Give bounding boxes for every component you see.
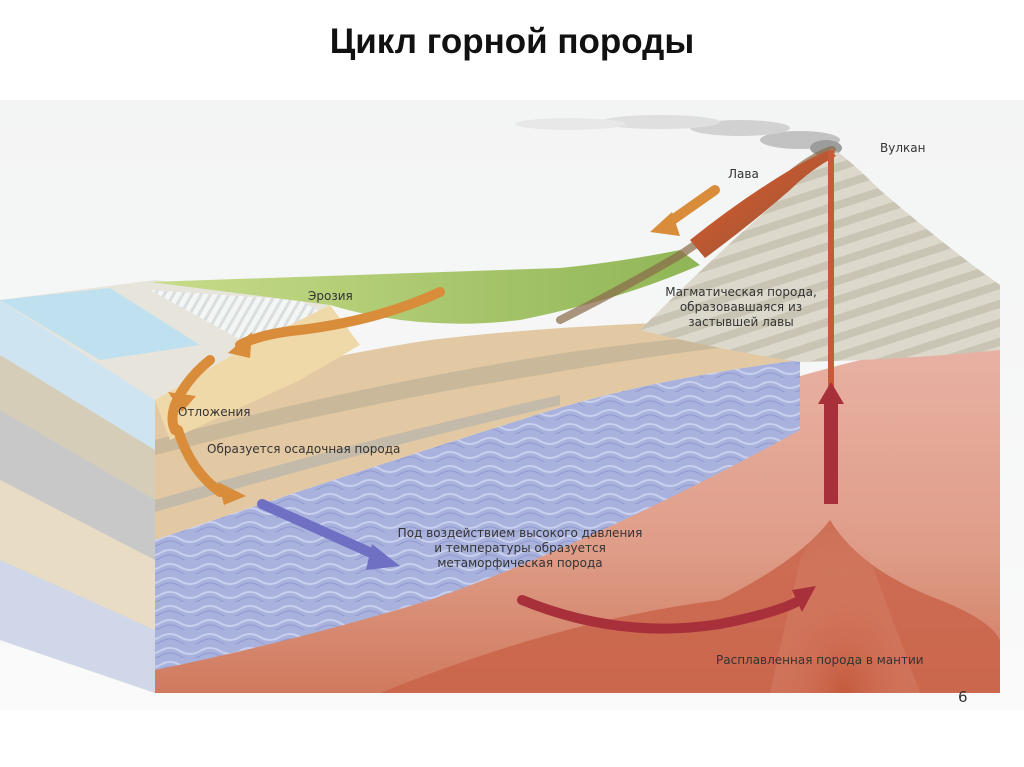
label-mantle: Расплавленная порода в мантии <box>716 653 924 667</box>
magma-conduit <box>828 150 834 390</box>
volcano-cone <box>640 148 1000 362</box>
label-igneous-line-3: застывшей лавы <box>688 315 794 329</box>
label-igneous-line-1: Магматическая порода, <box>665 285 817 299</box>
erosion-arrow <box>167 185 720 497</box>
label-igneous-rock: Магматическая порода, образовавшаяся из … <box>646 285 836 330</box>
label-metamorphic-line-2: и температуры образуется <box>434 541 606 555</box>
lava-flow <box>690 150 836 258</box>
label-igneous-line-2: образовавшаяся из <box>679 300 803 314</box>
magma-curve-arrow <box>517 595 805 634</box>
lava-arrowhead <box>650 212 680 236</box>
label-sedimentary: Образуется осадочная порода <box>207 442 401 456</box>
label-metamorphic-line-3: метаморфическая порода <box>437 556 603 570</box>
page-number: 6 <box>958 688 968 706</box>
label-erosion: Эрозия <box>308 289 353 303</box>
sedimentary-layers <box>155 320 820 540</box>
erosion-arrowhead <box>218 482 246 505</box>
label-volcano: Вулкан <box>880 141 926 155</box>
label-lava: Лава <box>728 167 759 181</box>
metamorphic-layer <box>155 360 800 670</box>
erosion-arrowhead <box>228 332 252 358</box>
grassland <box>150 250 700 324</box>
label-metamorphic-line-1: Под воздействием высокого давления <box>397 526 643 540</box>
metamorphic-arrow <box>257 499 383 561</box>
label-deposits: Отложения <box>178 405 251 419</box>
erosion-arrowhead <box>168 392 196 412</box>
magma-rise-arrow <box>824 400 838 504</box>
slide-title: Цикл горной породы <box>329 22 695 61</box>
label-metamorphic: Под воздействием высокого давления и тем… <box>372 526 668 571</box>
